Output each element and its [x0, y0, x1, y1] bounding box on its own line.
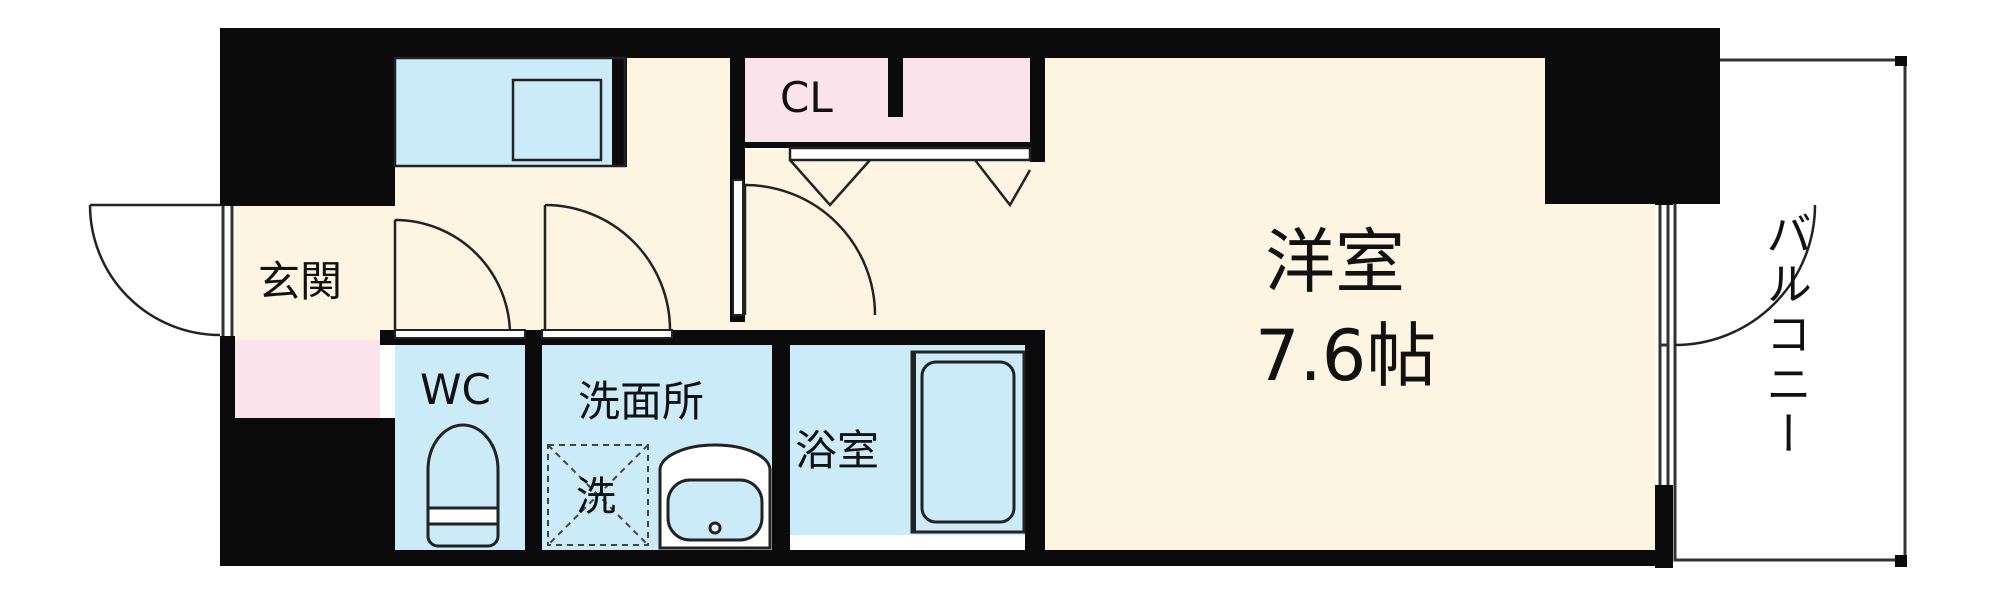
window-lines [221, 205, 1670, 485]
corridor-floor [730, 150, 1050, 335]
kitchen-counter [395, 58, 625, 166]
bathroom-label: 浴室 [795, 426, 879, 475]
toilet-icon [426, 423, 500, 548]
washer-label: 洗 [576, 474, 616, 520]
closet-doors [788, 146, 1032, 208]
balcony-window-lower [1655, 345, 1673, 485]
toilet-label: WC [420, 365, 491, 414]
washbasin-icon [658, 443, 772, 550]
washroom-label: 洗面所 [578, 377, 704, 426]
bathroom-divider [912, 352, 916, 532]
closet-label: CL [780, 73, 833, 122]
kitchen-counter-icon [393, 56, 627, 168]
western-room-label: 洋室 [1265, 221, 1405, 303]
balcony-window-upper [1655, 205, 1673, 345]
shoe-box [235, 340, 380, 418]
door-swing-icon [88, 183, 1817, 347]
western-room-size: 7.6帖 [1255, 315, 1436, 397]
walls [220, 28, 1907, 568]
entrance-label: 玄関 [258, 257, 342, 306]
washing-machine-space-icon [547, 444, 649, 546]
bathtub-icon [910, 350, 1026, 534]
closet-floor [745, 42, 1030, 142]
entrance-floor [235, 205, 400, 340]
balcony-label: バルコニー [1759, 210, 1813, 460]
door-frames [394, 179, 744, 339]
